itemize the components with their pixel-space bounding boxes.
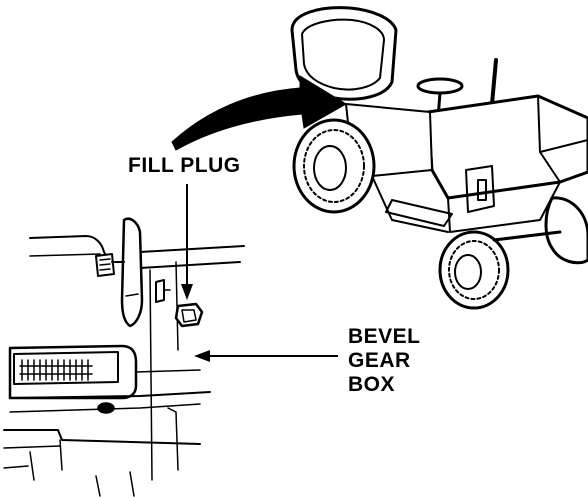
gearbox-body [8, 344, 138, 400]
rear-wheel [292, 118, 376, 214]
tractor-illustration [290, 6, 588, 310]
bevel-label-line-2: GEAR [348, 349, 411, 372]
close-up-detail [3, 217, 245, 497]
bracket-plate [120, 217, 144, 328]
gear-teeth [19, 359, 93, 381]
fill-plug-pointer [181, 184, 193, 300]
control-lever [490, 58, 498, 106]
fill-plug-nut [174, 302, 204, 328]
bevel-label-line-3: BOX [348, 373, 396, 396]
engine-details [465, 165, 495, 213]
fill-plug-label: FILL PLUG [128, 154, 241, 177]
bottom-bolt [97, 402, 115, 414]
drive-shaft [9, 391, 211, 399]
front-wheel [438, 230, 510, 310]
lower-frame [3, 429, 201, 445]
bevel-gear-box-pointer [194, 350, 338, 362]
bevel-gear-box-label: BEVEL GEAR BOX [348, 325, 421, 397]
view-pointer-arrow [171, 75, 347, 151]
seat-inner [301, 18, 385, 91]
hood [426, 94, 588, 200]
far-front-wheel [544, 196, 588, 265]
bevel-label-line-1: BEVEL [348, 325, 421, 348]
steering-wheel [416, 77, 464, 95]
upper-frame-rail [139, 245, 245, 253]
footrest [385, 199, 453, 227]
